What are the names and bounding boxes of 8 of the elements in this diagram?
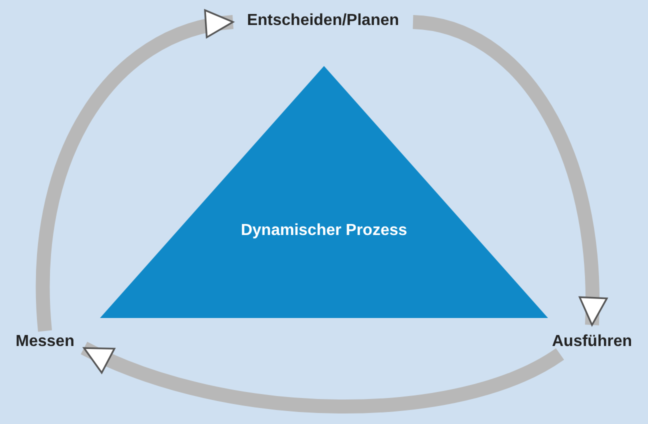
process-triangle (100, 66, 548, 318)
curved-arrow (36, 12, 234, 332)
stage-label: Ausführen (548, 333, 636, 353)
stage-label: Messen (10, 333, 80, 353)
curved-arrow (81, 342, 564, 414)
curved-arrow (412, 15, 607, 326)
stage-label: Entscheiden/Planen (235, 12, 411, 32)
process-label: Dynamischer Prozess (240, 222, 408, 240)
